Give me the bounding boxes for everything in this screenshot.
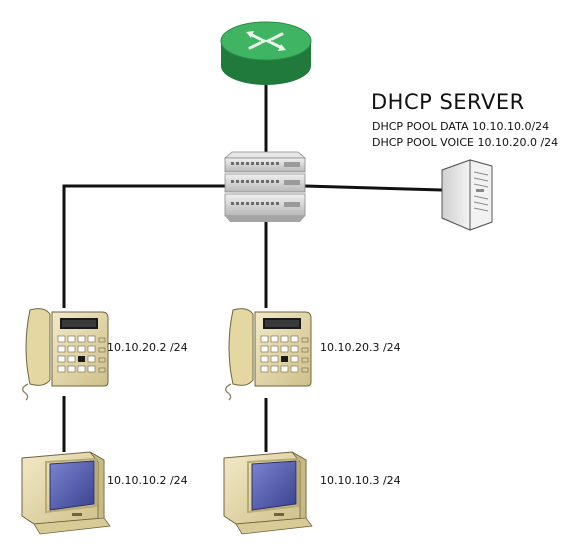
- links: [62, 85, 443, 452]
- computer-icon: [223, 451, 313, 535]
- switch-unit: [224, 193, 306, 222]
- computer-icon: [21, 451, 111, 535]
- phone-1-ip-label: 10.10.20.2 /24: [107, 341, 188, 354]
- link-switch-server: [304, 184, 443, 192]
- switch-icon: [223, 151, 307, 222]
- ip-phone-icon: [225, 308, 312, 401]
- dhcp-pool-data-label: DHCP POOL DATA 10.10.10.0/24: [372, 120, 550, 133]
- server-icon: [441, 159, 493, 231]
- computer-1-ip-label: 10.10.10.2 /24: [107, 474, 188, 487]
- computer-2-ip-label: 10.10.10.3 /24: [320, 474, 401, 487]
- switch-unit: [223, 151, 307, 173]
- dhcp-server-title: DHCP SERVER: [371, 90, 525, 114]
- phone-2-ip-label: 10.10.20.3 /24: [320, 341, 401, 354]
- dhcp-pool-voice-label: DHCP POOL VOICE 10.10.20.0 /24: [372, 136, 559, 149]
- router-icon: [220, 21, 312, 85]
- ip-phone-icon: [22, 308, 109, 401]
- link-switch-phone-1: [62, 184, 228, 308]
- switch-unit: [224, 173, 306, 193]
